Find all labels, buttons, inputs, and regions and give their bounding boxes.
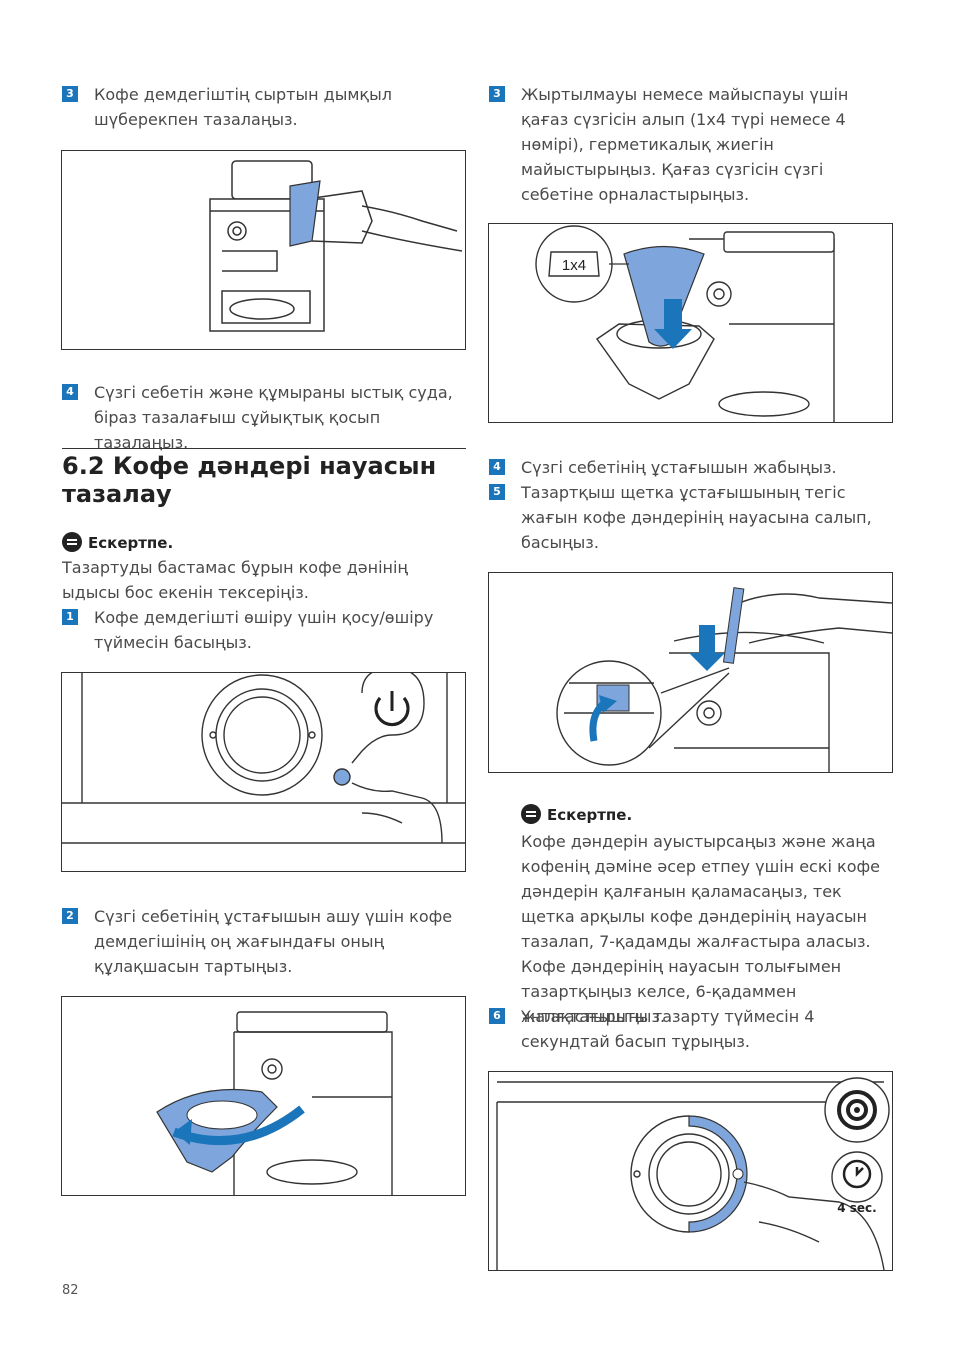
figure-brush-bean-tray <box>488 572 893 773</box>
left-step-4: 4 Сүзгі себетін және құмыраны ыстық суда… <box>62 380 462 455</box>
right-step-6: 6 Ұнтақтағышты тазарту түймесін 4 секунд… <box>489 1004 893 1054</box>
figure-wipe-exterior <box>61 150 466 350</box>
note-label: Ескертпе. <box>88 534 174 552</box>
right-step-4: 4 Сүзгі себетінің ұстағышын жабыңыз. <box>489 455 889 480</box>
figure-open-filter-holder <box>61 996 466 1196</box>
right-step-3: 3 Жыртылмауы немесе майыспауы үшін қағаз… <box>489 82 889 207</box>
section-title: 6.2 Кофе дәндері науасын тазалау <box>62 452 437 508</box>
step-text: Сүзгі себетінің ұстағышын жабыңыз. <box>521 458 837 477</box>
note-label: Ескертпе. <box>547 806 633 824</box>
note-icon <box>62 532 82 552</box>
step-text: Тазартқыш щетка ұстағышының тегіс жағын … <box>521 483 872 552</box>
step-number-badge: 3 <box>489 86 505 102</box>
step-text: Сүзгі себетінің ұстағышын ашу үшін кофе … <box>94 907 453 976</box>
step-number-badge: 5 <box>489 484 505 500</box>
timer-label: 4 sec. <box>837 1201 876 1215</box>
page-number: 82 <box>62 1283 79 1298</box>
left-step-3: 3 Кофе демдегіштің сыртын дымқыл шүберек… <box>62 82 462 132</box>
step-text: Сүзгі себетін және құмыраны ыстық суда, … <box>94 383 453 452</box>
step-text: Ұнтақтағышты тазарту түймесін 4 секундта… <box>521 1007 815 1051</box>
figure-paper-filter: 1x4 <box>488 223 893 423</box>
step-text: Жыртылмауы немесе майыспауы үшін қағаз с… <box>521 85 849 204</box>
step-number-badge: 6 <box>489 1008 505 1024</box>
note-icon <box>521 804 541 824</box>
right-step-5: 5 Тазартқыш щетка ұстағышының тегіс жағы… <box>489 480 889 555</box>
step-number-badge: 4 <box>489 459 505 475</box>
figure-grinder-clean-button: 4 sec. <box>488 1071 893 1271</box>
left-step-2: 2 Сүзгі себетінің ұстағышын ашу үшін коф… <box>62 904 462 979</box>
right-note-text: Кофе дәндерін ауыстырсаңыз және жаңа коф… <box>521 832 881 1026</box>
section-rule <box>62 448 466 449</box>
step-number-badge: 3 <box>62 86 78 102</box>
step-number-badge: 2 <box>62 908 78 924</box>
step-number-badge: 1 <box>62 609 78 625</box>
filter-size-badge: 1x4 <box>562 257 586 274</box>
figure-power-button <box>61 672 466 872</box>
left-note-heading: Ескертпе. <box>62 532 173 552</box>
step-number-badge: 4 <box>62 384 78 400</box>
step-text: Кофе демдегішті өшіру үшін қосу/өшіру тү… <box>94 608 434 652</box>
left-note-text: Тазартуды бастамас бұрын кофе дәнінің ыд… <box>62 558 408 602</box>
left-step-1: 1 Кофе демдегішті өшіру үшін қосу/өшіру … <box>62 605 462 655</box>
right-note-heading: Ескертпе. <box>521 804 632 824</box>
step-text: Кофе демдегіштің сыртын дымқыл шүберекпе… <box>94 85 392 129</box>
